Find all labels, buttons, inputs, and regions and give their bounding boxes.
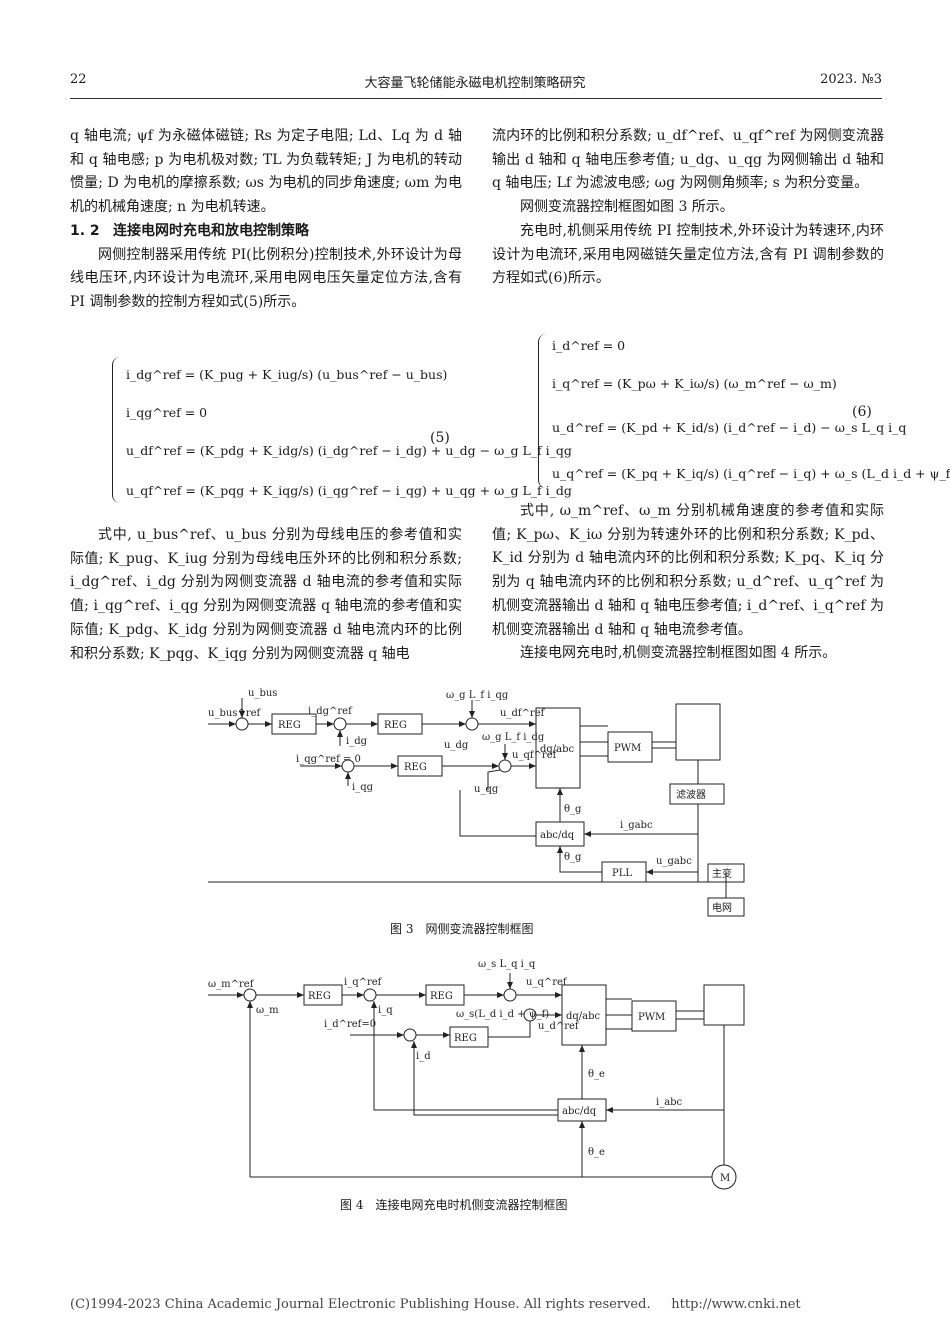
u-bus-label: u_bus <box>248 688 277 699</box>
eq6-line-4: u_q^ref = (K_pq + K_iq/s) (i_q^ref − i_q… <box>552 466 950 481</box>
pwm-label: PWM <box>638 1012 665 1023</box>
reg-label: REG <box>454 1033 477 1044</box>
sum-junction <box>465 717 479 731</box>
u-qf-ref-label: u_qf^ref <box>512 750 558 761</box>
equation-6-number: (6) <box>852 404 872 420</box>
right-column-lower: 式中, ω_m^ref、ω_m 分别机械角速度的参考值和实际值; K_pω、K_… <box>492 500 884 666</box>
theta-g-label-2: θ_g <box>564 852 582 863</box>
converter-block <box>675 703 721 761</box>
footer-url[interactable]: http://www.cnki.net <box>671 1297 801 1312</box>
u-gabc-label: u_gabc <box>656 856 692 867</box>
i-qg-label: i_qg <box>352 782 374 793</box>
sum-junction <box>503 988 517 1002</box>
section-number: 1. 2 <box>70 222 100 239</box>
eq6-line-3: u_d^ref = (K_pd + K_id/s) (i_d^ref − i_d… <box>552 420 907 435</box>
right-para-4: 式中, ω_m^ref、ω_m 分别机械角速度的参考值和实际值; K_pω、K_… <box>492 503 884 638</box>
theta-e-label: θ_e <box>588 1069 605 1080</box>
pwm-block <box>631 1000 677 1032</box>
page-number: 22 <box>70 72 87 87</box>
transformer-label: 主变 <box>712 867 732 880</box>
eq5-line-4: u_qf^ref = (K_pqg + K_iqg/s) (i_qg^ref −… <box>126 483 572 498</box>
i-dg-label: i_dg <box>346 736 368 747</box>
left-para-1: q 轴电流; ψf 为永磁体磁链; Rs 为定子电阻; Ld、Lq 为 d 轴和… <box>70 128 462 216</box>
right-para-2: 网侧变流器控制框图如图 3 所示。 <box>520 199 734 216</box>
i-qg-ref-label: i_qg^ref = 0 <box>296 754 361 765</box>
i-d-ref-label: i_d^ref=0 <box>324 1019 376 1030</box>
sum-junction <box>363 988 377 1002</box>
i-dg-ref-label: i_dg^ref <box>308 706 353 717</box>
w-m-label: ω_m <box>256 1005 279 1016</box>
left-column: q 轴电流; ψf 为永磁体磁链; Rs 为定子电阻; Ld、Lq 为 d 轴和… <box>70 125 462 315</box>
w-m-ref-label: ω_m^ref <box>208 979 255 990</box>
ws-lq-iq-label: ω_s L_q i_q <box>478 959 536 970</box>
u-bus-ref-label: u_bus^ref <box>208 708 261 719</box>
u-dg-label: u_dg <box>444 740 469 751</box>
figure-4-diagram: ω_m^ref ω_m REG i_q^ref i_q REG i_d^ref=… <box>208 959 745 1190</box>
sum-junction <box>243 988 257 1002</box>
sum-junction <box>333 717 347 731</box>
theta-e-label-2: θ_e <box>588 1147 605 1158</box>
figure-3-diagram: u_bus^ref u_bus REG i_dg^ref i_dg REG i_… <box>208 688 745 917</box>
abc-dq-label: abc/dq <box>562 1106 597 1117</box>
eq5-line-2: i_qg^ref = 0 <box>126 405 208 420</box>
left-para-3: 式中, u_bus^ref、u_bus 分别为母线电压的参考值和实际值; K_p… <box>70 527 462 662</box>
wg-lf-idg-label: ω_g L_f i_dg <box>482 732 545 743</box>
u-df-ref-label: u_df^ref <box>500 708 546 719</box>
dq-abc-label: dq/abc <box>540 744 575 755</box>
equation-5: i_dg^ref = (K_pug + K_iug/s) (u_bus^ref … <box>112 355 572 507</box>
left-para-2: 网侧控制器采用传统 PI(比例积分)控制技术,外环设计为母线电压环,内环设计为电… <box>70 246 462 310</box>
reg-label: REG <box>278 720 301 731</box>
dq-abc-label: dq/abc <box>566 1011 601 1022</box>
wg-lf-iqg-label: ω_g L_f i_qg <box>446 690 509 701</box>
u-qg-label: u_qg <box>474 784 499 795</box>
right-column: 流内环的比例和积分系数; u_df^ref、u_qf^ref 为网侧变流器输出 … <box>492 125 884 291</box>
ws-flux-label: ω_s(L_d i_d + ψ_f) <box>456 1009 549 1020</box>
copyright-text: (C)1994-2023 China Academic Journal Elec… <box>70 1297 651 1312</box>
section-title: 连接电网时充电和放电控制策略 <box>113 222 310 239</box>
u-d-ref-label: u_d^ref <box>538 1021 580 1032</box>
u-q-ref-label: u_q^ref <box>526 977 568 988</box>
filter-label: 滤波器 <box>676 788 706 801</box>
right-para-1: 流内环的比例和积分系数; u_df^ref、u_qf^ref 为网侧变流器输出 … <box>492 128 884 192</box>
sum-junction <box>235 717 249 731</box>
footer: (C)1994-2023 China Academic Journal Elec… <box>70 1297 882 1312</box>
converter-block <box>703 984 745 1026</box>
reg-label: REG <box>404 762 427 773</box>
left-column-lower: 式中, u_bus^ref、u_bus 分别为母线电压的参考值和实际值; K_p… <box>70 524 462 666</box>
equation-5-number: (5) <box>430 430 450 446</box>
figure-3-caption: 图 3 网侧变流器控制框图 <box>390 922 534 936</box>
i-q-label: i_q <box>378 1005 393 1016</box>
grid-label: 电网 <box>712 901 732 914</box>
sum-junction <box>498 759 512 773</box>
sum-junction <box>403 1028 417 1042</box>
eq6-line-1: i_d^ref = 0 <box>552 338 626 353</box>
i-q-ref-label: i_q^ref <box>344 977 383 988</box>
eq5-line-1: i_dg^ref = (K_pug + K_iug/s) (u_bus^ref … <box>126 367 448 382</box>
header-rule <box>70 98 882 99</box>
i-d-label: i_d <box>416 1051 431 1062</box>
pll-label: PLL <box>612 868 632 879</box>
theta-g-label: θ_g <box>564 804 582 815</box>
equation-6: i_d^ref = 0 i_q^ref = (K_pω + K_iω/s) (ω… <box>538 332 950 492</box>
equation-brace <box>538 334 548 488</box>
running-title: 大容量飞轮储能永磁电机控制策略研究 <box>364 76 586 91</box>
issue-number: 2023. №3 <box>820 72 882 87</box>
reg-label: REG <box>384 720 407 731</box>
abc-dq-label: abc/dq <box>540 830 575 841</box>
reg-label: REG <box>308 991 331 1002</box>
reg-label: REG <box>430 991 453 1002</box>
filter-block <box>669 783 725 805</box>
motor-label: M <box>720 1173 730 1184</box>
equation-brace <box>112 357 122 503</box>
pwm-label: PWM <box>614 743 641 754</box>
eq6-line-2: i_q^ref = (K_pω + K_iω/s) (ω_m^ref − ω_m… <box>552 376 837 391</box>
figure-4-caption: 图 4 连接电网充电时机侧变流器控制框图 <box>340 1198 568 1212</box>
pwm-block <box>607 731 653 763</box>
right-para-3: 充电时,机侧采用传统 PI 控制技术,外环设计为转速环,内环设计为电流环,采用电… <box>492 222 884 287</box>
right-para-5: 连接电网充电时,机侧变流器控制框图如图 4 所示。 <box>520 645 837 662</box>
i-abc-label: i_abc <box>656 1097 683 1108</box>
i-gabc-label: i_gabc <box>620 820 653 831</box>
eq5-line-3: u_df^ref = (K_pdg + K_idg/s) (i_dg^ref −… <box>126 443 572 458</box>
section-heading: 1. 2 连接电网时充电和放电控制策略 <box>70 220 462 244</box>
